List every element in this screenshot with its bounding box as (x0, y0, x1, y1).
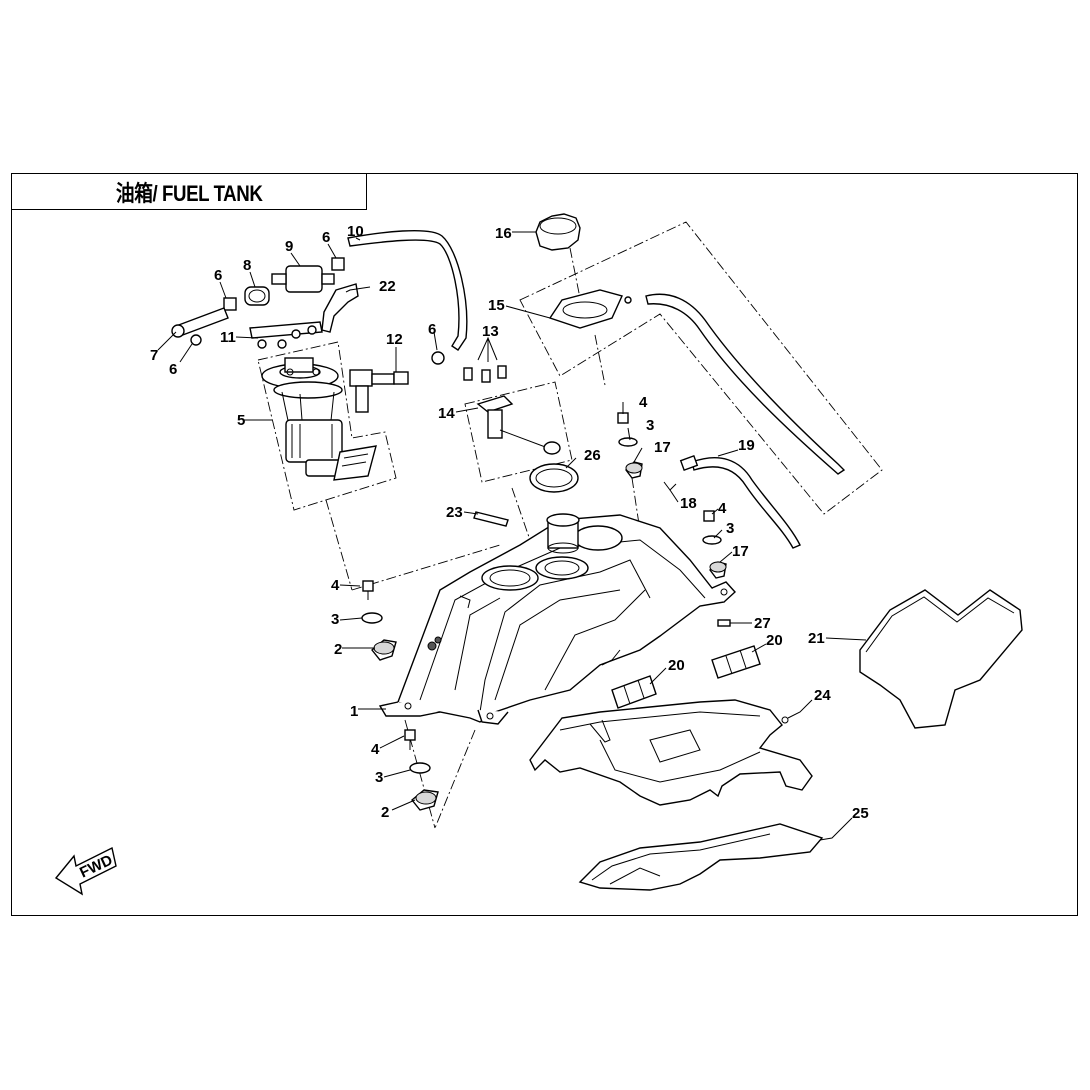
callout-19: 19 (738, 437, 755, 454)
callout-26: 26 (584, 447, 601, 464)
callout-17-lower: 17 (732, 543, 749, 560)
callout-25: 25 (852, 805, 869, 822)
rubber-pads (611, 645, 761, 709)
callout-3-upper: 3 (331, 611, 339, 628)
callout-20-right: 20 (766, 632, 783, 649)
leader-lines (157, 231, 867, 841)
callout-6-top: 6 (322, 229, 330, 246)
diagram-frame (11, 173, 1078, 916)
callout-13: 13 (482, 323, 499, 340)
fwd-arrow: FWD (54, 846, 117, 896)
callout-9: 9 (285, 238, 293, 255)
callout-17-upper: 17 (654, 439, 671, 456)
callout-18: 18 (680, 495, 697, 512)
callout-6-right: 6 (428, 321, 436, 338)
connector-and-bracket (249, 283, 507, 413)
assembly-outlines (257, 221, 883, 829)
hoses (347, 229, 846, 549)
callout-24: 24 (814, 687, 831, 704)
fuel-tank (378, 513, 736, 725)
callout-12: 12 (386, 331, 403, 348)
title-box: 油箱/ FUEL TANK (11, 173, 367, 210)
fuel-sender (476, 395, 579, 493)
callout-22: 22 (379, 278, 396, 295)
callout-4-upper: 4 (331, 577, 340, 594)
callout-15: 15 (488, 297, 505, 314)
callout-2-upper: 2 (334, 641, 342, 658)
heat-shield-pad (859, 589, 1023, 729)
callout-labels: 1 2 2 3 3 3 3 4 4 4 4 5 6 6 6 6 7 8 9 10… (150, 223, 869, 822)
callout-20-left: 20 (668, 657, 685, 674)
callout-4-right-lower: 4 (718, 500, 727, 517)
callout-6-lower-left: 6 (169, 361, 177, 378)
callout-14: 14 (438, 405, 455, 422)
callout-2-lower: 2 (381, 804, 389, 821)
callout-4-right-upper: 4 (639, 394, 648, 411)
callout-3-right-lower: 3 (726, 520, 734, 537)
callout-4-lower: 4 (371, 741, 380, 758)
lower-guard (529, 699, 813, 806)
fuel-pump-module (261, 357, 377, 481)
callout-7: 7 (150, 347, 158, 364)
callout-11: 11 (220, 329, 236, 346)
callout-3-lower: 3 (375, 769, 383, 786)
fuel-filter-and-fittings (171, 257, 445, 365)
callout-6-left: 6 (214, 267, 222, 284)
callout-1: 1 (350, 703, 358, 720)
callout-8: 8 (243, 257, 251, 274)
skid-plate (578, 823, 824, 891)
callout-16: 16 (495, 225, 512, 242)
callout-27: 27 (754, 615, 771, 632)
page-title: 油箱/ FUEL TANK (115, 180, 263, 206)
callout-21: 21 (808, 630, 825, 647)
callout-3-right-upper: 3 (646, 417, 654, 434)
mounting-hardware (361, 412, 731, 811)
callout-23: 23 (446, 504, 463, 521)
callout-10: 10 (347, 223, 364, 240)
fuel-cap (535, 213, 632, 329)
callout-5: 5 (237, 412, 245, 429)
